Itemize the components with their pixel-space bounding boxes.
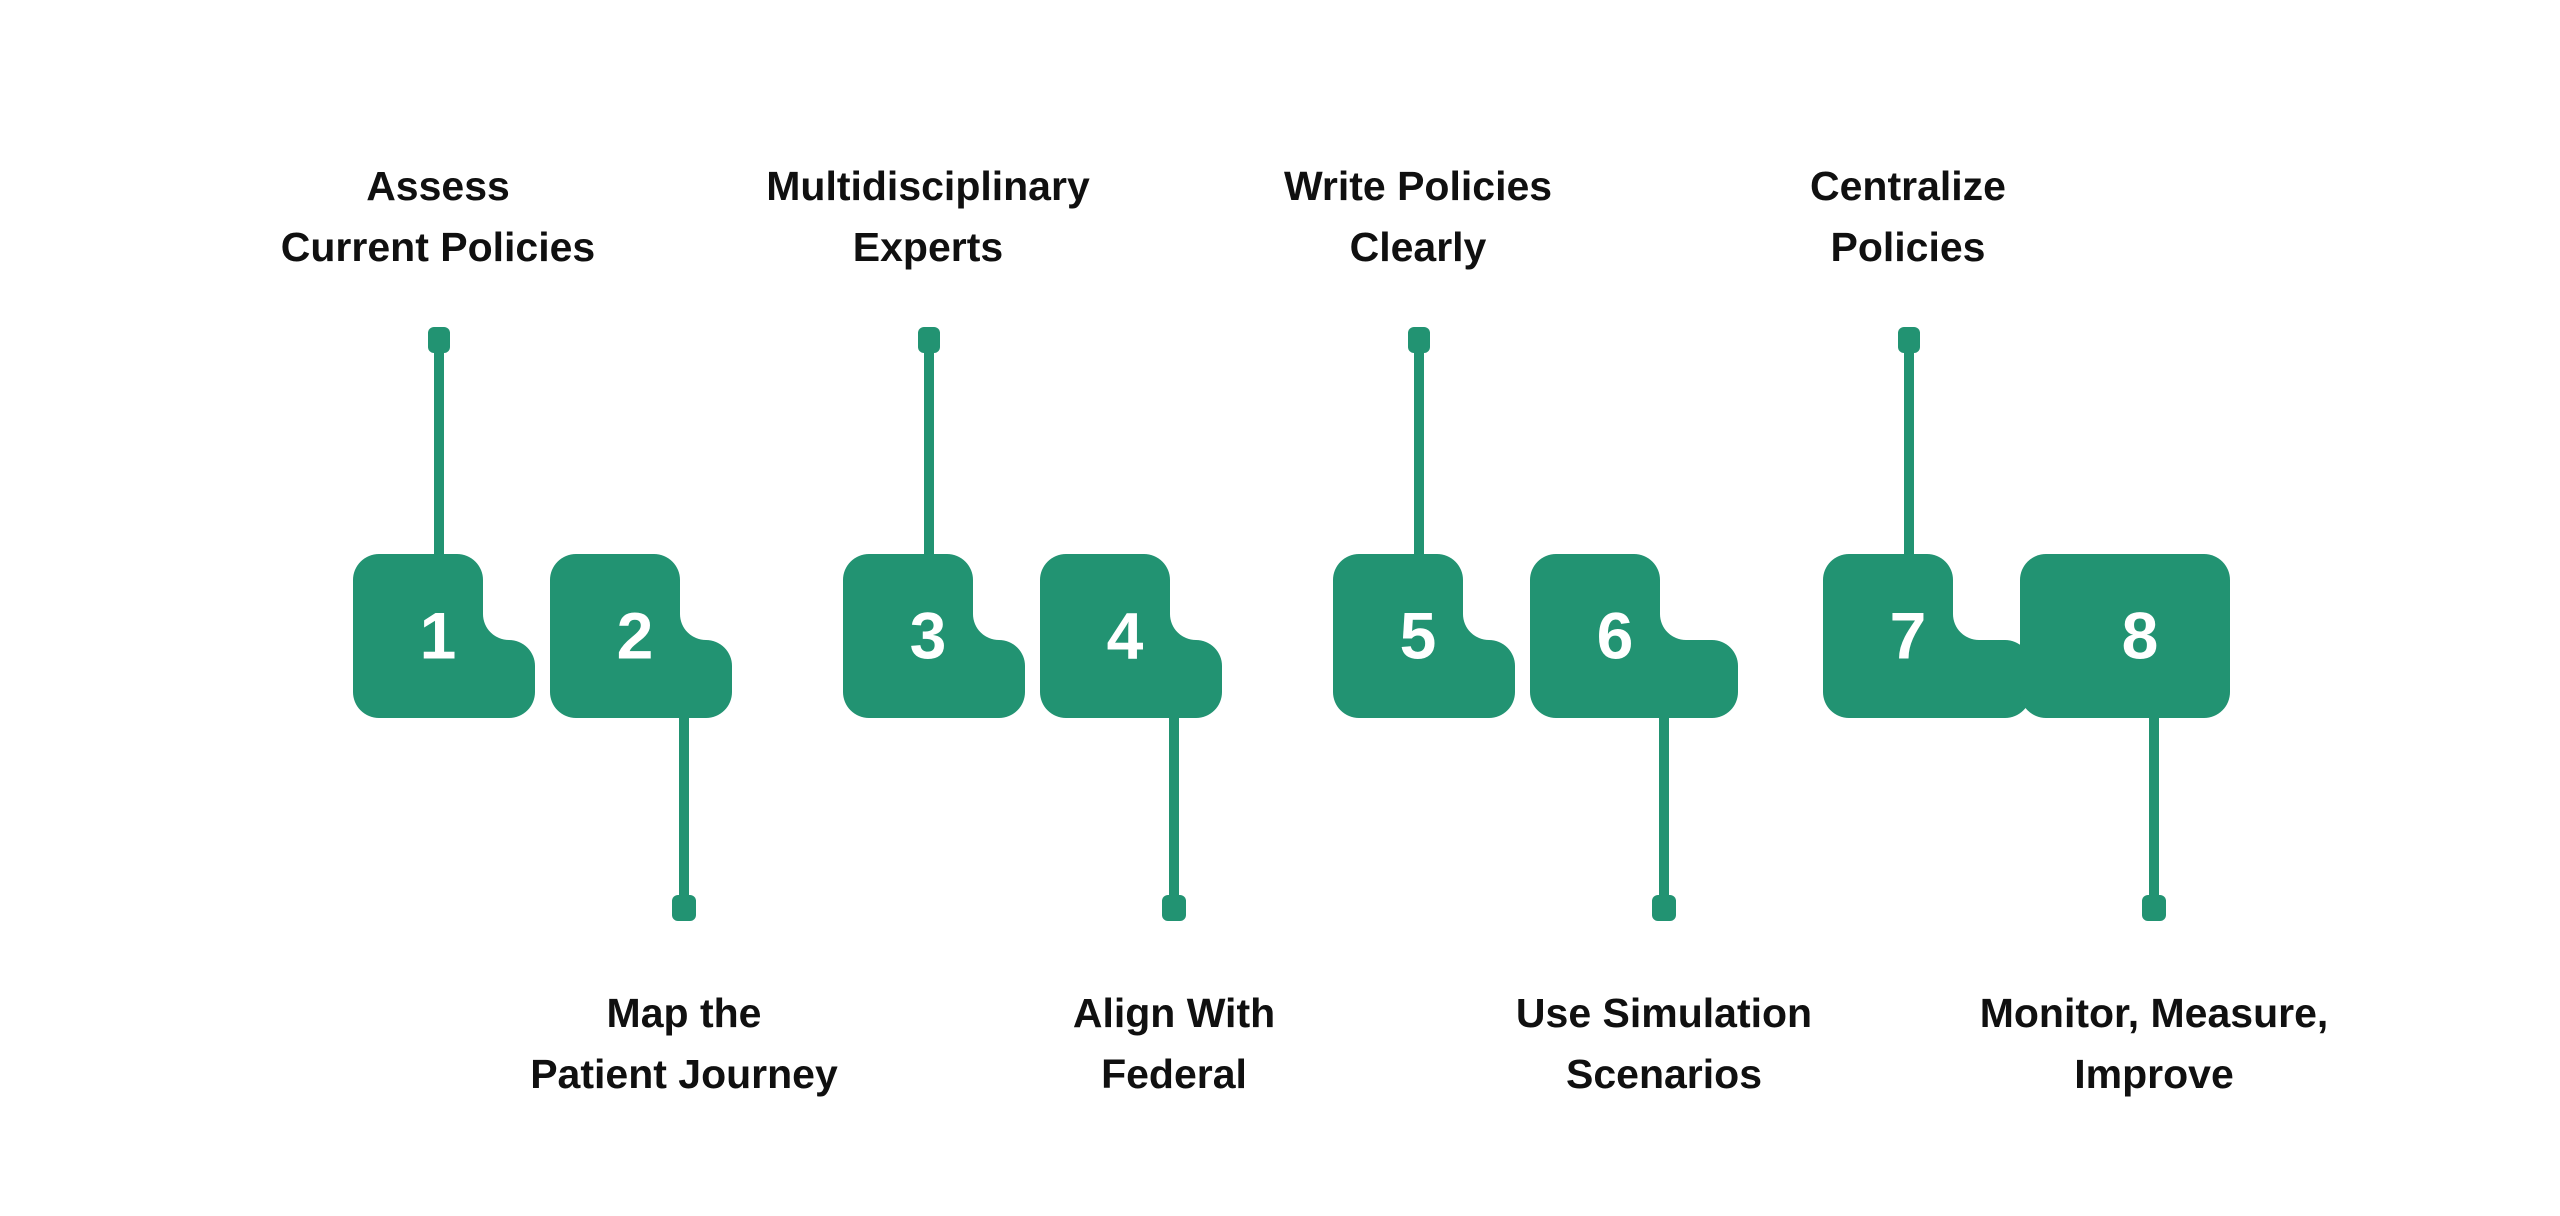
connector-cap-icon	[428, 327, 450, 353]
connector-cap-icon	[672, 895, 696, 921]
step-label-2-line1: Map the	[607, 990, 762, 1036]
step-group-8[interactable]: 8 Monitor, Measure, Improve	[1980, 554, 2329, 1097]
step-label-4-line2: Federal	[1101, 1051, 1247, 1097]
step-tile-2[interactable]	[550, 554, 732, 718]
step-number-8: 8	[2122, 598, 2159, 672]
step-label-8-line2: Improve	[2074, 1051, 2234, 1097]
step-group-6[interactable]: 6 Use Simulation Scenarios	[1516, 554, 1812, 1097]
step-label-4-line1: Align With	[1073, 990, 1275, 1036]
step-number-7: 7	[1890, 598, 1927, 672]
step-label-7-line1: Centralize	[1810, 163, 2006, 209]
connector-cap-icon	[918, 327, 940, 353]
step-number-3: 3	[910, 598, 947, 672]
step-label-1-line2: Current Policies	[281, 224, 595, 270]
step-group-7[interactable]: 7 Centralize Policies	[1810, 163, 2031, 718]
connector-cap-icon	[1408, 327, 1430, 353]
connector-stem	[434, 345, 444, 555]
step-label-6-line1: Use Simulation	[1516, 990, 1812, 1036]
step-tile-6[interactable]	[1530, 554, 1738, 718]
step-group-2[interactable]: 2 Map the Patient Journey	[530, 554, 838, 1097]
step-group-5[interactable]: 5 Write Policies Clearly	[1284, 163, 1552, 718]
connector-3	[918, 327, 940, 555]
step-label-8-line1: Monitor, Measure,	[1980, 990, 2329, 1036]
connector-stem	[679, 712, 689, 912]
connector-cap-icon	[1898, 327, 1920, 353]
step-label-3-line2: Experts	[853, 224, 1003, 270]
step-group-1[interactable]: 1 Assess Current Policies	[281, 163, 595, 718]
connector-stem	[1904, 345, 1914, 555]
step-number-2: 2	[617, 598, 654, 672]
connector-6	[1652, 712, 1676, 921]
step-label-7-line2: Policies	[1831, 224, 1986, 270]
connector-stem	[1169, 712, 1179, 912]
connector-8	[2142, 712, 2166, 921]
step-label-1-line1: Assess	[366, 163, 510, 209]
connector-stem	[1414, 345, 1424, 555]
connector-stem	[1659, 712, 1669, 912]
connector-stem	[2149, 712, 2159, 912]
step-label-2-line2: Patient Journey	[530, 1051, 838, 1097]
step-tile-1[interactable]	[353, 554, 535, 718]
step-number-1: 1	[420, 598, 457, 672]
step-tile-4[interactable]	[1040, 554, 1222, 718]
step-number-6: 6	[1597, 598, 1634, 672]
connector-7	[1898, 327, 1920, 555]
connector-stem	[924, 345, 934, 555]
step-label-3-line1: Multidisciplinary	[766, 163, 1090, 209]
connector-4	[1162, 712, 1186, 921]
step-tile-5[interactable]	[1333, 554, 1515, 718]
connector-cap-icon	[1652, 895, 1676, 921]
step-label-6-line2: Scenarios	[1566, 1051, 1762, 1097]
step-group-3[interactable]: 3 Multidisciplinary Experts	[766, 163, 1090, 718]
step-tile-7[interactable]	[1823, 554, 2031, 718]
step-label-5-line1: Write Policies	[1284, 163, 1552, 209]
connector-5	[1408, 327, 1430, 555]
step-number-5: 5	[1400, 598, 1437, 672]
connector-cap-icon	[2142, 895, 2166, 921]
step-tile-8[interactable]	[2020, 554, 2230, 718]
connector-2	[672, 712, 696, 921]
connector-1	[428, 327, 450, 555]
step-label-5-line2: Clearly	[1350, 224, 1487, 270]
step-tile-3[interactable]	[843, 554, 1025, 718]
step-group-4[interactable]: 4 Align With Federal	[1040, 554, 1275, 1097]
connector-cap-icon	[1162, 895, 1186, 921]
step-number-4: 4	[1107, 598, 1144, 672]
